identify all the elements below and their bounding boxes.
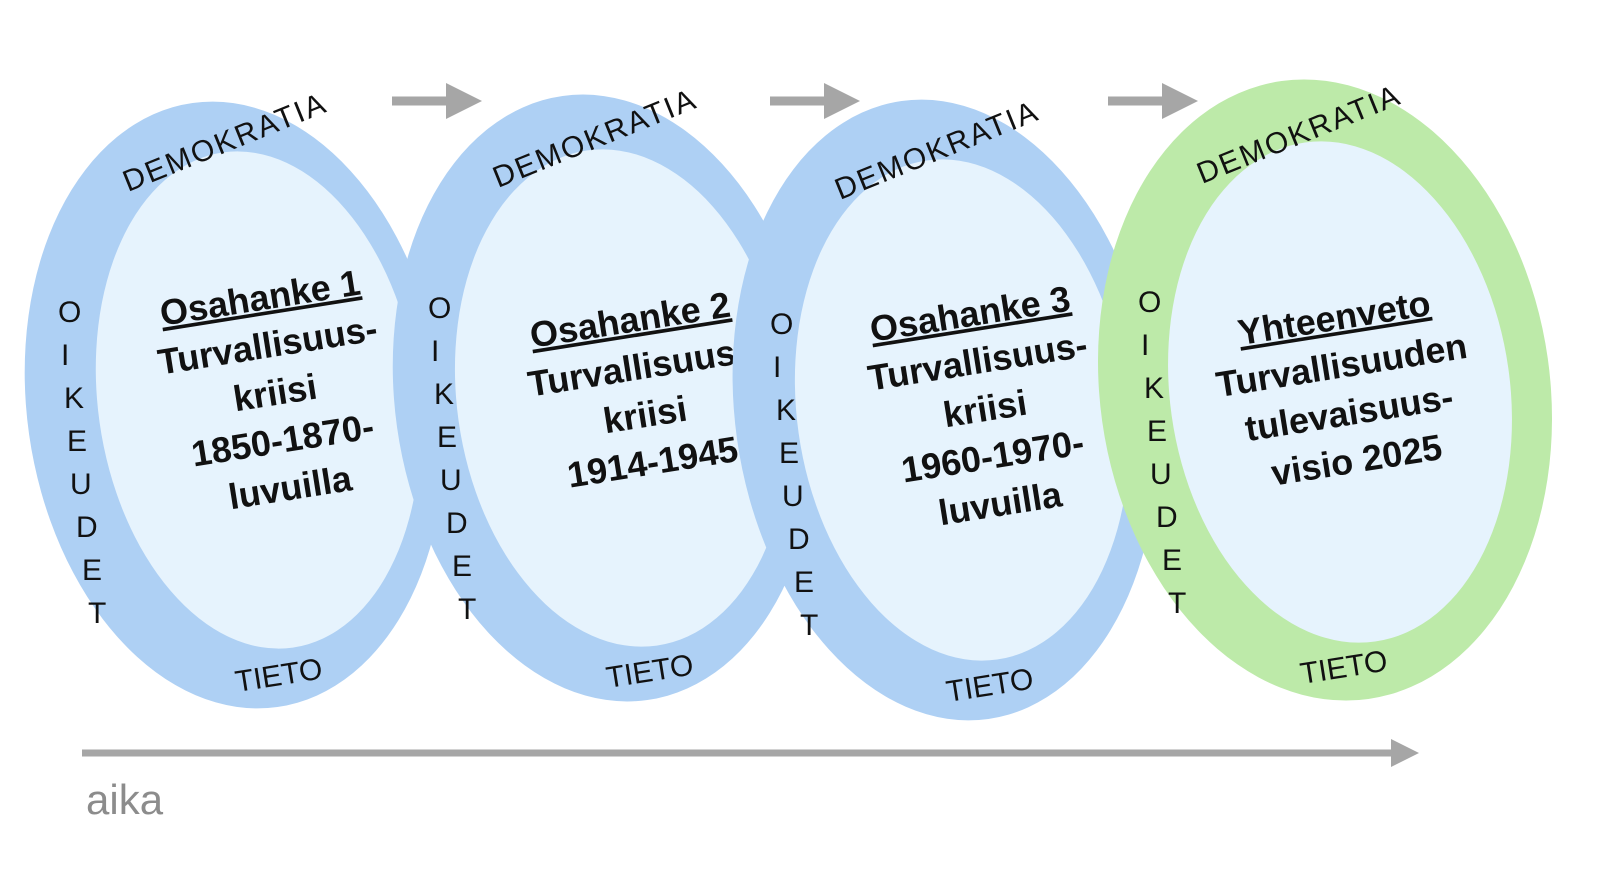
inner-area: [95, 151, 421, 649]
time-axis-label: aika: [86, 776, 164, 823]
inner-area: [794, 159, 1130, 661]
inner-area: [454, 149, 790, 647]
inner-area: [1168, 141, 1512, 643]
